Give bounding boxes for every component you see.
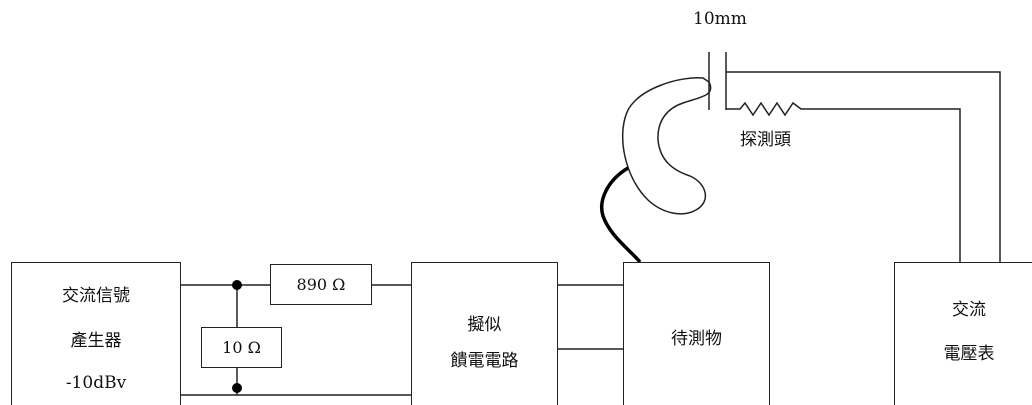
dut-box: 待測物 — [623, 262, 770, 405]
probe-label: 探測頭 — [740, 130, 791, 150]
signal-generator-line-1: 交流信號 — [62, 286, 130, 306]
voltmeter-line-1: 交流 — [952, 300, 986, 320]
junction-node-bottom — [232, 383, 242, 393]
voltmeter-box: 交流 電壓表 — [894, 262, 1032, 405]
feed-circuit-line-1: 擬似 — [467, 315, 502, 335]
handset-outline — [621, 77, 712, 215]
signal-generator-box: 交流信號 產生器 -10dBv — [11, 262, 181, 405]
signal-generator-level: -10dBv — [65, 373, 127, 393]
resistor-890-label: 890 Ω — [296, 275, 346, 294]
wire-probe-upper — [726, 71, 1001, 262]
dut-label: 待測物 — [671, 329, 722, 349]
feed-circuit-box: 擬似 饋電電路 — [411, 262, 558, 405]
handset-cord — [600, 166, 642, 264]
resistor-10-label: 10 Ω — [222, 338, 261, 357]
resistor-890-box: 890 Ω — [270, 264, 372, 305]
feed-circuit-line-2: 饋電電路 — [450, 351, 519, 371]
voltmeter-line-2: 電壓表 — [943, 344, 995, 364]
junction-node-top — [232, 280, 242, 290]
resistor-10-box: 10 Ω — [201, 327, 282, 368]
gap-distance-label: 10mm — [693, 9, 747, 29]
wire-probe-lower-zigzag — [726, 101, 961, 262]
signal-generator-line-2: 產生器 — [70, 331, 122, 351]
